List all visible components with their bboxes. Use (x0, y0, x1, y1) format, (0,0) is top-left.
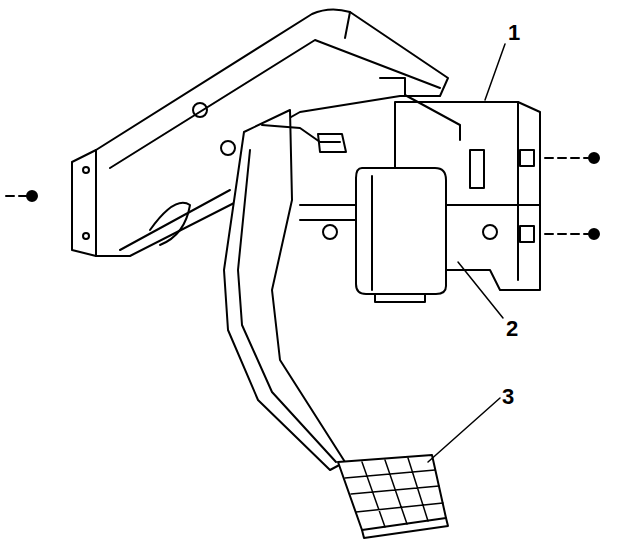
pedal-arm (224, 110, 346, 470)
leader-line (458, 262, 503, 318)
fastener-lines (6, 153, 599, 239)
housing-edge (517, 102, 519, 280)
install-line (545, 157, 588, 159)
housing-tab (520, 150, 534, 166)
arm-edge (238, 150, 336, 462)
leader-line (485, 44, 505, 100)
housing-screw (483, 225, 497, 239)
nut (589, 229, 599, 239)
pad-outline (338, 455, 446, 530)
mounting-plate (72, 150, 96, 256)
install-line (545, 233, 588, 235)
bracket-bolt (193, 103, 207, 117)
switch-connector (375, 294, 425, 302)
mount-flange (380, 78, 460, 140)
housing-tab (520, 226, 534, 242)
bracket-rib (120, 190, 230, 250)
housing-screw (323, 225, 337, 239)
housing-slot (470, 150, 484, 188)
leader-line (428, 398, 500, 462)
bracket-rib (150, 203, 190, 245)
callout-number: 3 (502, 386, 514, 408)
leader-lines (428, 44, 505, 462)
arm-body (224, 110, 345, 470)
pushrod-clip (318, 134, 346, 152)
pad-grid (345, 458, 443, 527)
plate-hole (83, 233, 89, 239)
callout-number: 1 (508, 22, 520, 44)
callout-number: 2 (506, 318, 518, 340)
switch-edge (371, 176, 373, 290)
bracket-edge (345, 12, 350, 38)
switch-body (356, 168, 446, 294)
plate-hole (83, 167, 89, 173)
pad-side (362, 518, 448, 538)
nut (27, 191, 37, 201)
nut (589, 153, 599, 163)
bracket-bolt (221, 141, 235, 155)
switch-module (356, 168, 446, 302)
install-line (6, 195, 28, 197)
pedal-pad (338, 455, 448, 538)
